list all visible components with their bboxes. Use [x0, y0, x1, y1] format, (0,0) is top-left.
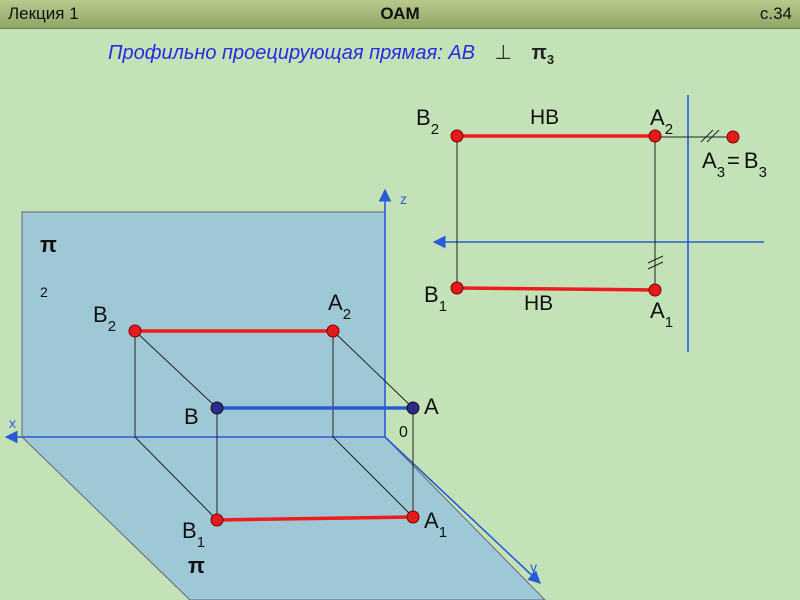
point-A-3d [406, 401, 420, 415]
title-plane: π3 [531, 42, 555, 67]
projection-links [134, 330, 414, 521]
y-axis-label: y [530, 559, 537, 575]
lecture-label: Лекция 1 [8, 4, 79, 23]
point-A1-3d [406, 510, 420, 524]
label-B1-3d: B1 [182, 518, 205, 551]
plane-pi1-label: π [188, 553, 205, 578]
point-A3B3-epure [726, 130, 740, 144]
label-B-3d: B [184, 404, 199, 429]
label-A1-epure: A1 [650, 298, 673, 331]
label-B2-epure: B2 [416, 105, 439, 138]
segment-A1B1-3d [216, 515, 414, 522]
slide-title: Профильно проецирующая прямая: АВ ⊥ π3 [108, 40, 554, 70]
title-plane-subscript: 3 [546, 52, 555, 67]
epure-link-lines [456, 129, 733, 288]
origin-label: 0 [399, 424, 408, 441]
label-A2-epure: A2 [650, 105, 673, 138]
label-A3-B3-epure: A3=B3 [702, 148, 767, 181]
point-B1-3d [210, 513, 224, 527]
label-A-3d: A [424, 394, 439, 419]
page-number: с.34 [759, 4, 792, 23]
point-B-3d [210, 401, 224, 415]
frontal-plane [21, 211, 386, 438]
true-length-label-bottom: НВ [524, 292, 553, 315]
title-plane-letter: π [531, 42, 547, 64]
y-axis [384, 436, 541, 584]
title-text: Профильно проецирующая прямая: АВ [108, 42, 475, 64]
point-B2-3d [128, 324, 142, 338]
point-A1-epure [648, 283, 662, 297]
point-A2-epure [648, 129, 662, 143]
plane-pi2-subscript: 2 [40, 284, 48, 300]
perpendicular-symbol: ⊥ [494, 42, 512, 64]
point-B2-epure [450, 129, 464, 143]
point-B1-epure [450, 281, 464, 295]
true-length-label-top: НВ [530, 106, 559, 129]
slide-header: Лекция 1 ОАМ с.34 [0, 0, 800, 29]
label-B1-epure: B1 [424, 282, 447, 315]
z-axis-label: z [400, 191, 407, 207]
course-title: ОАМ [380, 4, 420, 23]
label-A2-3d: A2 [328, 290, 351, 323]
plane-pi2-label: π [40, 232, 57, 257]
label-A1-3d: A1 [424, 508, 447, 541]
segment-A1B1-epure [456, 286, 656, 292]
x-axis-label: x [9, 415, 16, 431]
label-B2-3d: B2 [93, 302, 116, 335]
point-A2-3d [326, 324, 340, 338]
